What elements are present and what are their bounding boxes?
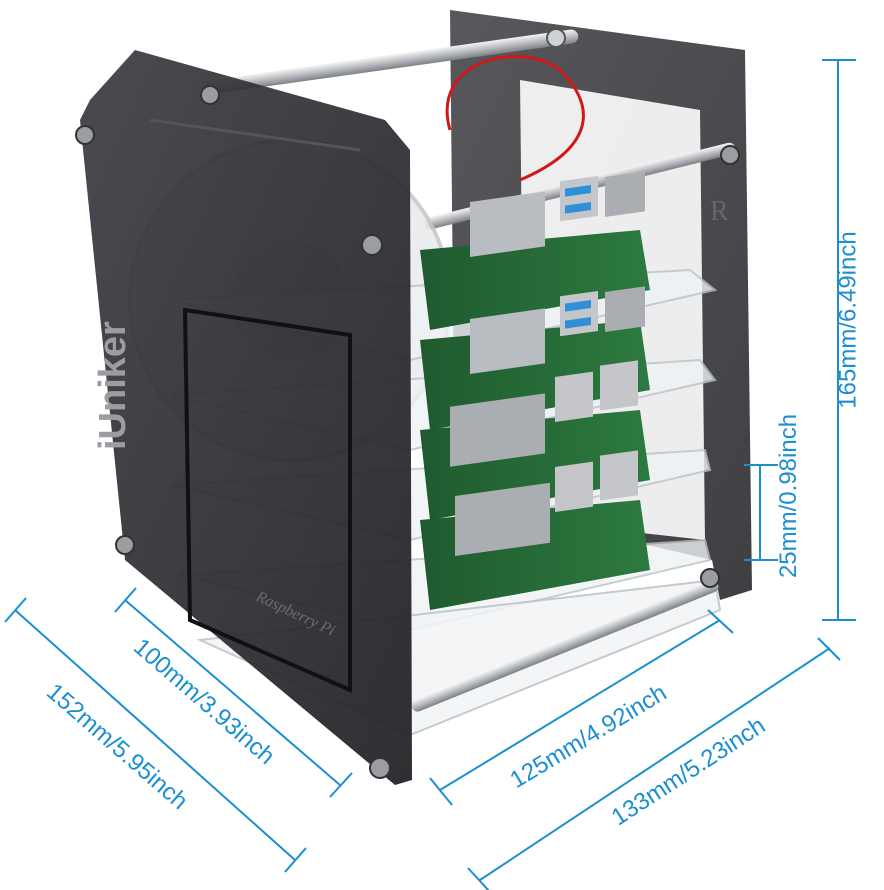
height-label: 165mm/6.49inch xyxy=(834,231,862,409)
layer-gap-label: 25mm/0.98inch xyxy=(775,413,803,579)
brand-logo: iUniker xyxy=(92,321,134,450)
shelf-stack xyxy=(169,171,722,737)
bottom-rods xyxy=(411,580,719,712)
fan-wire xyxy=(445,55,585,182)
screws xyxy=(75,28,740,779)
case-mark: R xyxy=(710,196,729,227)
front-panel xyxy=(80,50,412,785)
dimension-lines xyxy=(4,59,856,890)
